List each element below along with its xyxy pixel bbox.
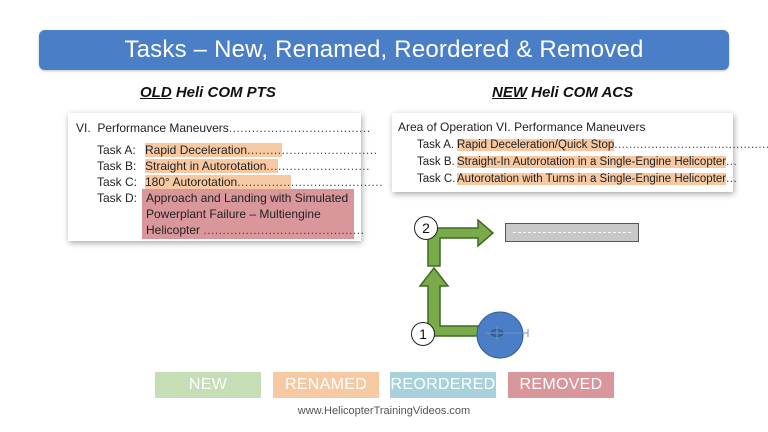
old-task-b-name: Straight in Autorotation...: [145, 159, 278, 173]
new-task-c-name: Autorotation with Turns in a Single-Engi…: [457, 173, 727, 185]
old-task-d-line-2: Powerplant Failure – Multiengine: [146, 207, 321, 221]
leader-dots: .........................: [281, 143, 378, 157]
leader-dots: ...: [726, 156, 738, 168]
legend-reordered: REORDERED: [390, 372, 496, 398]
new-acs-excerpt: Area of Operation VI. Performance Maneuv…: [392, 113, 768, 192]
old-task-a-name: Rapid Deceleration.........: [145, 143, 282, 157]
helicopter-icon: [486, 326, 529, 340]
leader-dots: ........................................…: [203, 223, 365, 237]
runway-icon: [505, 223, 639, 242]
old-task-d-label: Task D:: [97, 191, 138, 205]
old-heading-suffix: Heli COM PTS: [171, 84, 276, 101]
old-task-a-label: Task A:: [97, 143, 136, 157]
old-heading-prefix: OLD: [140, 84, 172, 101]
turn-arrow-upper: [427, 218, 495, 267]
new-task-a-name: Rapid Deceleration/Quick Stop: [457, 139, 615, 151]
new-task-a-row: Task A.Rapid Deceleration/Quick Stop....…: [417, 137, 768, 153]
runway-centerline: [513, 232, 631, 233]
old-task-d-line-3: Helicopter: [146, 223, 201, 237]
new-heading-suffix: Heli COM ACS: [527, 84, 634, 101]
old-task-b-row: Task B: Straight in Autorotation.........…: [97, 158, 370, 174]
new-task-b-row: Task B.Straight-In Autorotation in a Sin…: [417, 154, 737, 170]
leader-dots: ........................: [277, 159, 370, 173]
new-task-b-name: Straight-In Autorotation in a Single-Eng…: [457, 156, 727, 168]
old-section-heading: OLD Heli COM PTS: [140, 84, 276, 101]
new-area-title: Area of Operation VI. Performance Maneuv…: [398, 120, 646, 134]
leader-dots: ........................: [290, 175, 383, 189]
legend-new: NEW: [155, 372, 261, 398]
leader-dots: ...: [726, 173, 738, 185]
slide-title: Tasks – New, Renamed, Reordered & Remove…: [39, 30, 729, 70]
new-task-b-label: Task B.: [417, 156, 455, 168]
old-area-label: VI.: [76, 121, 91, 135]
new-task-c-label: Task C.: [417, 173, 456, 185]
new-heading-prefix: NEW: [492, 84, 527, 101]
old-task-c-name: 180° Autorotation..............: [145, 175, 291, 189]
turn-arrow-lower: [418, 266, 479, 337]
old-task-b-label: Task B:: [97, 159, 137, 173]
new-task-a-label: Task A.: [417, 139, 455, 151]
old-task-d-removed-highlight: [142, 189, 354, 239]
maneuver-point-1-badge: 1: [411, 322, 435, 346]
old-task-c-label: Task C:: [97, 175, 138, 189]
old-task-a-row: Task A: Rapid Deceleration...............…: [97, 142, 377, 158]
leader-dots: .....................................: [228, 121, 371, 135]
footer-website: www.HelicopterTrainingVideos.com: [297, 405, 471, 417]
old-pts-excerpt: VI. Performance Maneuvers...............…: [68, 113, 382, 241]
maneuver-point-2-badge: 2: [414, 216, 438, 240]
old-task-d-line-3-row: Helicopter .............................…: [146, 222, 364, 238]
new-section-heading: NEW Heli COM ACS: [492, 84, 633, 101]
leader-dots: ........................................…: [614, 139, 768, 151]
new-task-c-row: Task C.Autorotation with Turns in a Sing…: [417, 171, 737, 187]
old-area-title: Performance Maneuvers: [97, 121, 229, 135]
legend-renamed: RENAMED: [273, 372, 379, 398]
old-area-row: VI. Performance Maneuvers...............…: [76, 120, 371, 136]
old-task-d-line-1: Approach and Landing with Simulated: [146, 191, 349, 205]
legend-removed: REMOVED: [508, 372, 614, 398]
old-task-c-row: Task C: 180° Autorotation................…: [97, 174, 383, 190]
